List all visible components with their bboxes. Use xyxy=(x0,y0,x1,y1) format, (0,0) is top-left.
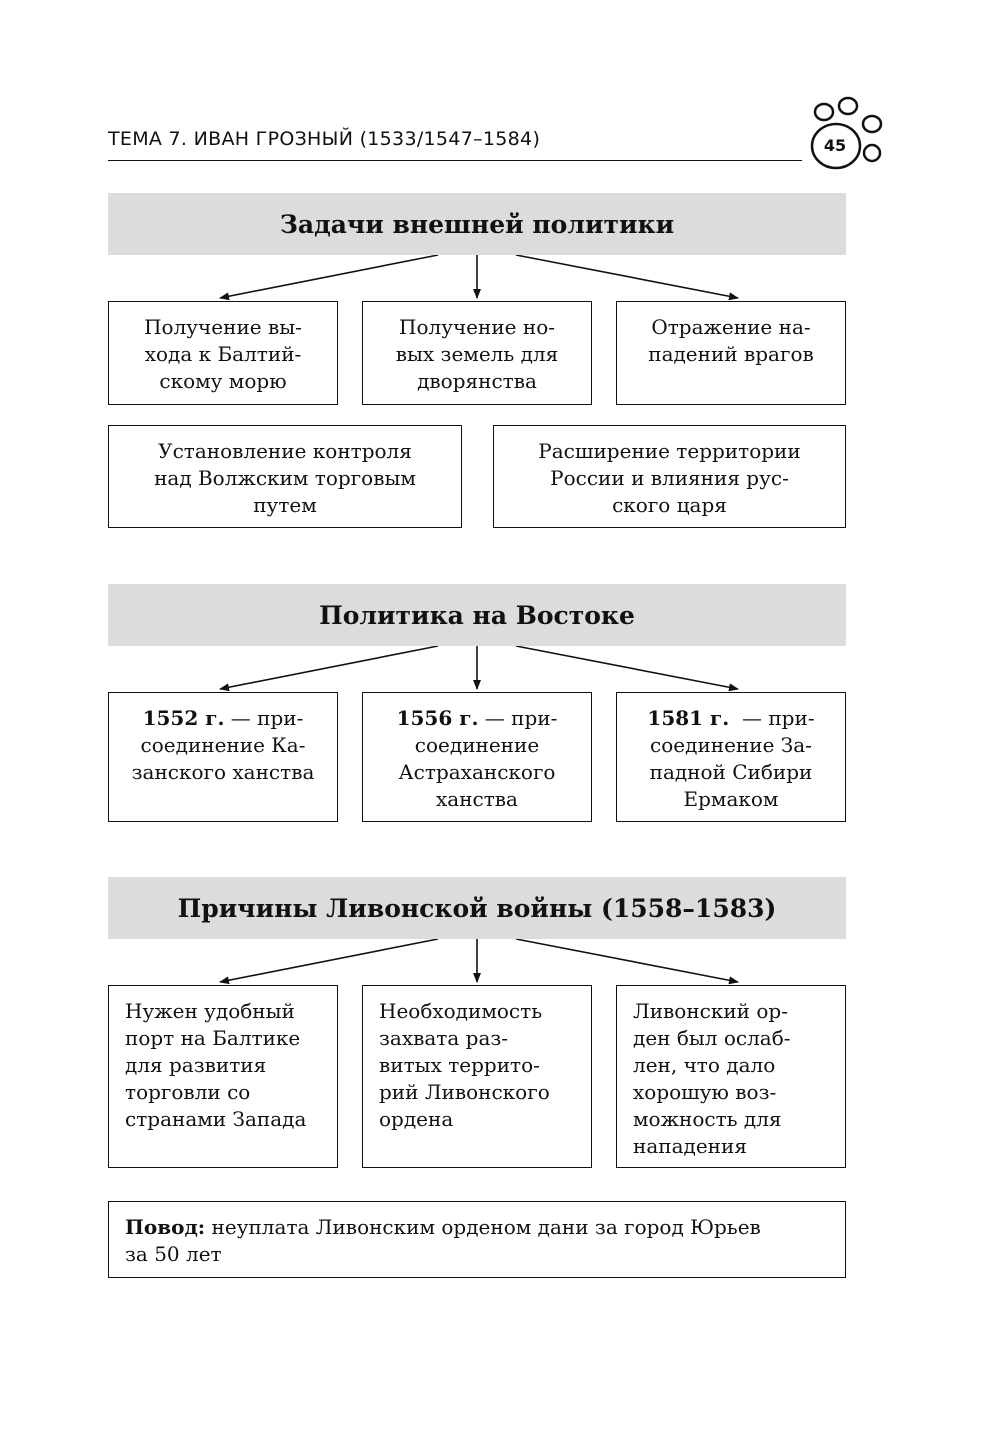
goal-box-expansion: Расширение территории России и влияния р… xyxy=(493,425,846,528)
arrow-right xyxy=(515,645,739,692)
arrow-right xyxy=(515,254,739,301)
east-box-astrakhan: 1556 г. — при- соединение Астраханского … xyxy=(362,692,592,822)
page-number: 45 xyxy=(823,136,847,155)
goal-box-volga: Установление контроля над Волжским торго… xyxy=(108,425,462,528)
goal-box-defense: Отражение на- падений врагов xyxy=(616,301,846,405)
section-title-livonian-war: Причины Ливонской войны (1558–1583) xyxy=(108,877,846,939)
arrow-left xyxy=(219,938,439,985)
pretext-text: неуплата Ливонским орденом дани за город… xyxy=(205,1215,761,1239)
arrow-left xyxy=(219,254,439,301)
goal-box-baltic: Получение вы- хода к Балтий- скому морю xyxy=(108,301,338,405)
east-box-siberia: 1581 г. — при- соединение За- падной Сиб… xyxy=(616,692,846,822)
east-box-kazan: 1552 г. — при- соединение Ка- занского х… xyxy=(108,692,338,822)
goal-box-new-lands: Получение но- вых земель для дворянства xyxy=(362,301,592,405)
paw-print-icon xyxy=(810,96,883,170)
header-divider xyxy=(108,160,802,161)
cause-box-territories: Необходимость захвата раз- витых террито… xyxy=(362,985,592,1168)
pretext-box: Повод: неуплата Ливонским орденом дани з… xyxy=(108,1201,846,1278)
section-title-foreign-policy: Задачи внешней политики xyxy=(108,193,846,255)
pretext-label: Повод: xyxy=(125,1215,206,1239)
cause-box-weak-order: Ливонский ор- ден был ослаб- лен, что да… xyxy=(616,985,846,1168)
pretext-text-continued: за 50 лет xyxy=(125,1242,222,1266)
section-title-east-policy: Политика на Востоке xyxy=(108,584,846,646)
cause-box-port: Нужен удобный порт на Балтике для развит… xyxy=(108,985,338,1168)
arrow-left xyxy=(219,645,439,692)
arrow-right xyxy=(515,938,739,985)
page-header-title: ТЕМА 7. ИВАН ГРОЗНЫЙ (1533/1547–1584) xyxy=(108,128,541,150)
